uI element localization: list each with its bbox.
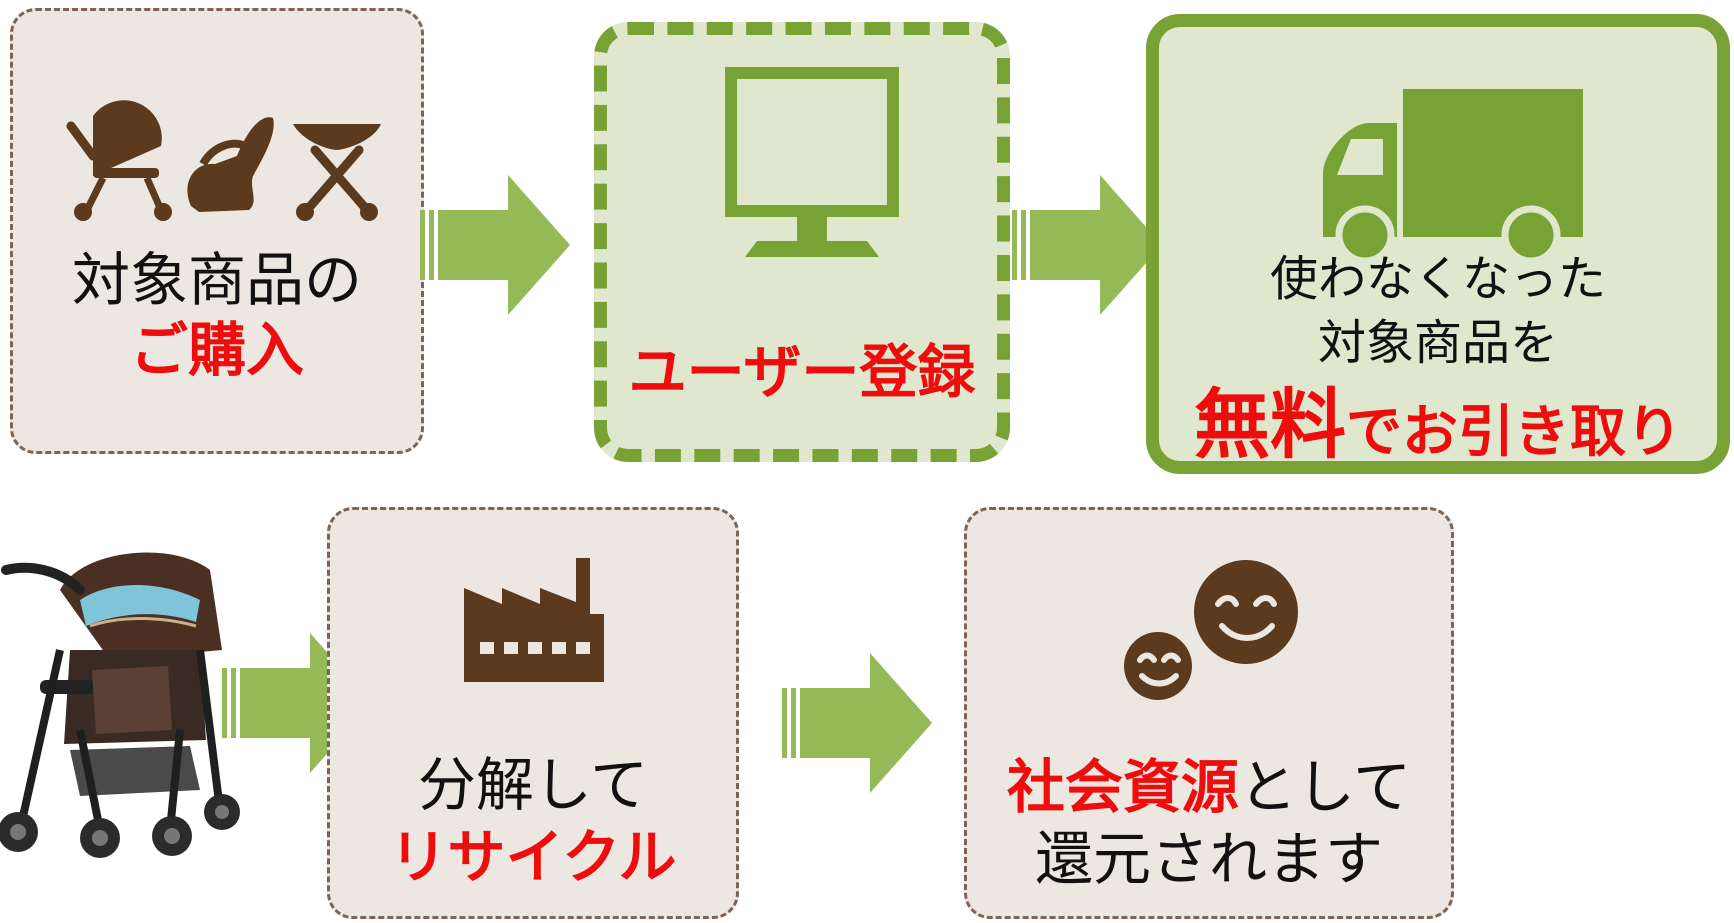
factory-icon <box>464 558 604 682</box>
arrow-right-icon <box>782 653 932 793</box>
step-resource-line2: 還元されます <box>1034 825 1383 893</box>
monitor-icon <box>725 67 899 257</box>
step-resource-line1: 社会資源として <box>967 758 1451 816</box>
step-register-card: ユーザー登録 <box>594 22 1010 462</box>
step-pickup-pickup-label: でお引き取り <box>1346 400 1682 465</box>
step-recycle-line2: リサイクル <box>389 823 677 891</box>
step-resource-social-label: 社会資源 <box>1006 753 1239 821</box>
step-resource-card: 社会資源として 還元されます <box>964 507 1454 919</box>
step-resource-as-label: として <box>1238 753 1412 821</box>
baby-products-icon <box>66 100 381 221</box>
step-purchase-line1: 対象商品の <box>71 246 362 314</box>
step-register-line1: ユーザー登録 <box>628 338 976 406</box>
step-purchase-card: 対象商品の ご購入 <box>10 8 424 454</box>
stroller-photo <box>0 552 240 858</box>
step-recycle-line1: 分解して <box>417 751 649 819</box>
step-pickup-line2: 対象商品を <box>1317 315 1558 371</box>
step-pickup-line3: 無料でお引き取り <box>1159 387 1717 463</box>
step-recycle-card: 分解して リサイクル <box>327 507 739 919</box>
step-pickup-line1: 使わなくなった <box>1269 251 1606 307</box>
smiling-faces-icon <box>1124 560 1298 700</box>
truck-icon <box>1323 89 1583 265</box>
step-pickup-card: 使わなくなった 対象商品を 無料でお引き取り <box>1146 14 1730 474</box>
step-purchase-line2: ご購入 <box>129 316 304 384</box>
arrow-right-icon <box>1012 175 1162 315</box>
arrow-right-icon <box>420 175 570 315</box>
step-pickup-free-label: 無料 <box>1194 380 1346 469</box>
